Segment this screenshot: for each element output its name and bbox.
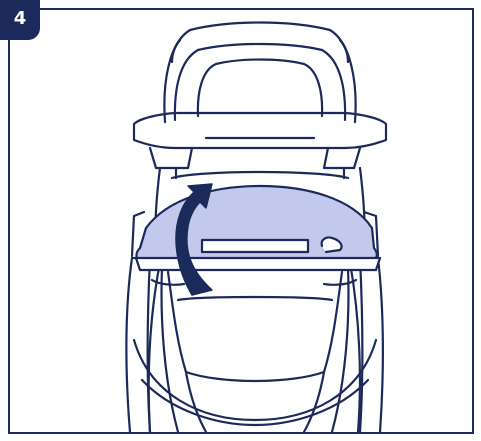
front-bumper xyxy=(134,340,376,425)
rear-edge xyxy=(136,258,380,270)
headlights xyxy=(152,280,356,285)
roof-stowed xyxy=(164,23,355,123)
step-number-badge: 4 xyxy=(0,0,40,40)
tonneau-cover xyxy=(137,186,377,262)
rear-deck-lid xyxy=(134,113,386,168)
